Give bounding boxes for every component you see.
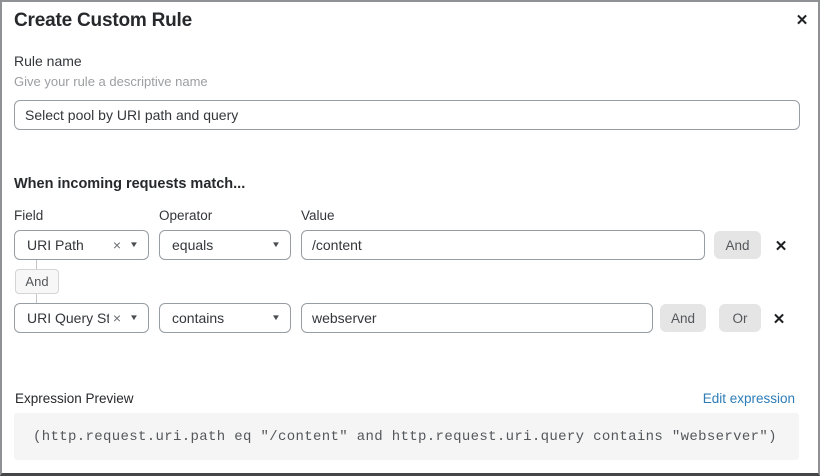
chevron-down-icon[interactable]: ▼ bbox=[271, 240, 281, 249]
operator-select-value: contains bbox=[172, 310, 225, 326]
column-label-value: Value bbox=[301, 208, 335, 223]
connector-line bbox=[36, 260, 37, 269]
field-select[interactable]: URI Path × ▼ bbox=[14, 230, 149, 260]
value-input[interactable] bbox=[301, 230, 705, 260]
operator-select[interactable]: contains ▼ bbox=[159, 303, 291, 333]
chevron-down-icon[interactable]: ▼ bbox=[129, 240, 139, 249]
clear-icon[interactable]: × bbox=[112, 237, 122, 253]
clear-icon[interactable]: × bbox=[112, 310, 122, 326]
add-and-button[interactable]: And bbox=[660, 304, 706, 332]
field-select-value: URI Query St... bbox=[27, 310, 109, 326]
rule-name-hint: Give your rule a descriptive name bbox=[14, 74, 208, 89]
chevron-down-icon[interactable]: ▼ bbox=[271, 313, 281, 322]
remove-condition-icon[interactable]: ✕ bbox=[768, 308, 790, 330]
page-title: Create Custom Rule bbox=[14, 10, 192, 31]
connector-badge: And bbox=[15, 269, 59, 294]
add-and-button[interactable]: And bbox=[714, 231, 761, 259]
value-input[interactable] bbox=[301, 303, 653, 333]
match-heading: When incoming requests match... bbox=[14, 176, 246, 192]
field-select-value: URI Path bbox=[27, 237, 84, 253]
column-label-field: Field bbox=[14, 208, 44, 223]
chevron-down-icon[interactable]: ▼ bbox=[129, 313, 139, 322]
expression-code: (http.request.uri.path eq "/content" and… bbox=[33, 428, 777, 445]
field-select[interactable]: URI Query St... × ▼ bbox=[14, 303, 149, 333]
operator-select-value: equals bbox=[172, 237, 214, 253]
operator-select[interactable]: equals ▼ bbox=[159, 230, 291, 260]
edit-expression-link[interactable]: Edit expression bbox=[702, 391, 795, 406]
rule-name-input[interactable] bbox=[14, 100, 800, 130]
expression-preview-label: Expression Preview bbox=[15, 391, 134, 406]
rule-name-label: Rule name bbox=[14, 53, 82, 69]
column-label-operator: Operator bbox=[159, 208, 213, 223]
add-or-button[interactable]: Or bbox=[719, 304, 761, 332]
expression-code-block: (http.request.uri.path eq "/content" and… bbox=[14, 413, 799, 460]
close-icon[interactable]: ✕ bbox=[790, 8, 814, 32]
connector-line bbox=[36, 294, 37, 303]
remove-condition-icon[interactable]: ✕ bbox=[770, 235, 792, 257]
